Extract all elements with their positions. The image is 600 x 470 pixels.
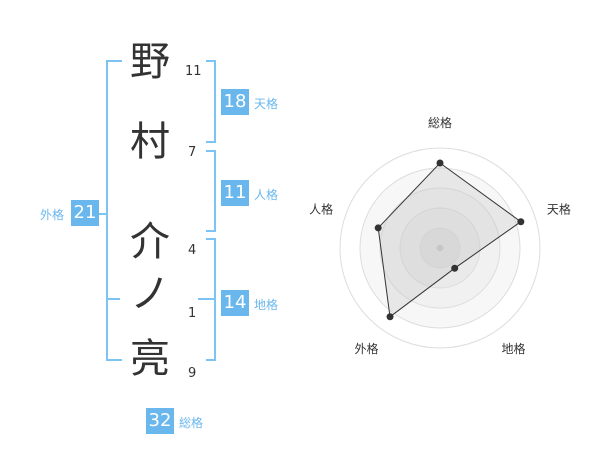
- stroke-count-4: 1: [188, 306, 197, 321]
- stroke-count-2: 7: [188, 145, 197, 160]
- name-char-1: 野: [130, 39, 170, 85]
- radar-point-5: [374, 224, 382, 232]
- stroke-count-5: 9: [188, 366, 197, 381]
- name-char-5: 亮: [130, 336, 170, 382]
- radar-axis-label-5: 人格: [309, 201, 333, 216]
- soukaku-value: 32: [146, 408, 174, 434]
- jinkaku-value: 11: [221, 180, 249, 206]
- radar-axis-label-3: 地格: [501, 341, 525, 356]
- radar-point-2: [517, 218, 525, 226]
- radar-center: [436, 244, 444, 252]
- gaikaku-value: 21: [71, 200, 99, 226]
- name-char-4: ノ: [130, 271, 170, 317]
- gaikaku-bracket: [106, 60, 122, 361]
- jinkaku-bracket: [206, 150, 216, 232]
- stroke-count-1: 11: [185, 64, 202, 79]
- tenkaku-bracket: [206, 60, 216, 143]
- radar-axis-label-2: 天格: [547, 201, 571, 216]
- jinkaku-label: 人格: [254, 188, 279, 202]
- name-char-3: 介: [130, 219, 170, 265]
- gaikaku-bracket-inner-left: [106, 298, 120, 300]
- chikaku-label: 地格: [254, 298, 279, 312]
- radar-point-3: [451, 264, 459, 272]
- chikaku-value: 14: [221, 290, 249, 316]
- name-char-2: 村: [130, 119, 170, 165]
- chikaku-bracket: [206, 238, 216, 361]
- gaikaku-bracket-inner: [198, 298, 214, 300]
- radar-point-1: [436, 159, 444, 167]
- soukaku-label: 総格: [179, 416, 204, 430]
- radar-axis-label-4: 外格: [355, 341, 379, 356]
- radar-series-polygon: [377, 162, 522, 318]
- radar-axis-label-1: 総格: [428, 115, 452, 130]
- radar-point-4: [386, 313, 394, 321]
- gaikaku-label: 外格: [40, 208, 65, 222]
- tenkaku-value: 18: [221, 89, 249, 115]
- tenkaku-label: 天格: [254, 97, 279, 111]
- gaikaku-bracket-tick: [98, 213, 107, 215]
- stroke-count-3: 4: [188, 243, 197, 258]
